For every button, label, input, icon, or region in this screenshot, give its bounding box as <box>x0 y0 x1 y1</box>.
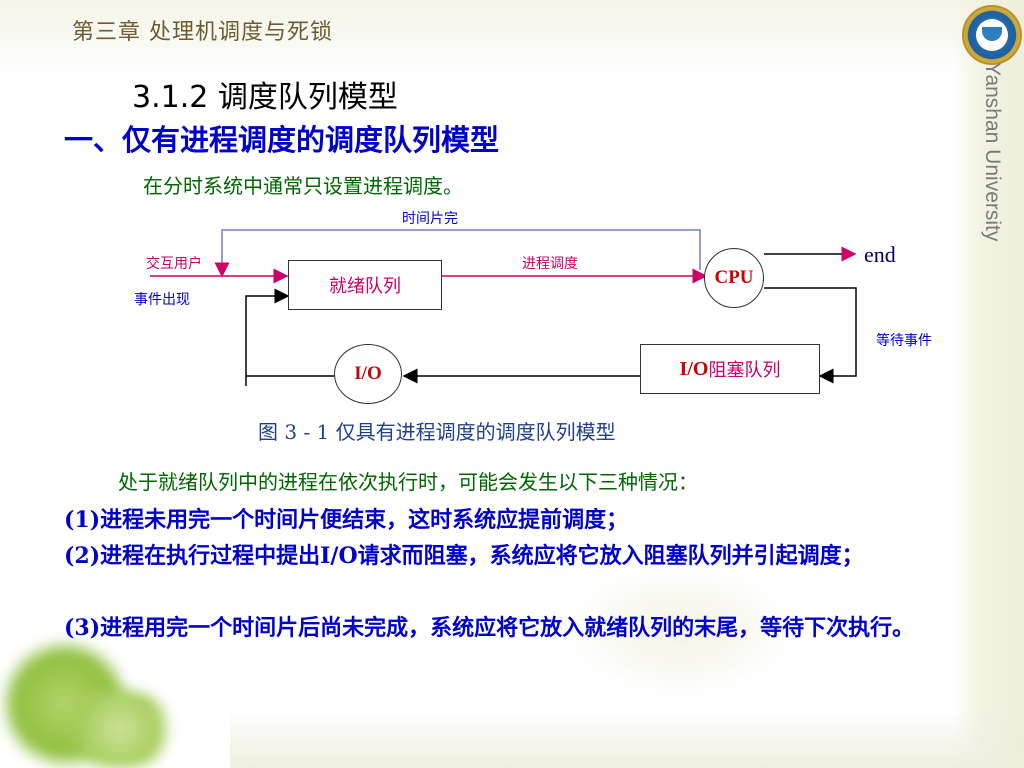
figure-caption: 图 3 - 1 仅具有进程调度的调度队列模型 <box>258 420 616 444</box>
paragraph-text: 处于就绪队列中的进程在依次执行时，可能会发生以下三种情况： <box>118 470 698 494</box>
intro-text: 在分时系统中通常只设置进程调度。 <box>143 174 463 198</box>
wait-event-label: 等待事件 <box>876 333 932 349</box>
logo-wave <box>982 27 1002 41</box>
io-blocked-suffix: 阻塞队列 <box>708 360 781 381</box>
university-logo-icon <box>962 5 1022 65</box>
case-item-3: (3)进程用完一个时间片后尚未完成，系统应将它放入就绪队列的末尾，等待下次执行。 <box>64 615 915 641</box>
leaf-decoration-icon <box>60 690 180 768</box>
ready-queue-box: 就绪队列 <box>288 260 442 310</box>
io-blocked-prefix: I/O <box>679 357 709 380</box>
interactive-user-label: 交互用户 <box>146 256 202 272</box>
io-return-line <box>245 288 336 377</box>
chapter-title: 第三章 处理机调度与死锁 <box>72 20 333 45</box>
subsection-title: 一、仅有进程调度的调度队列模型 <box>64 123 500 157</box>
section-title: 3.1.2 调度队列模型 <box>132 80 398 115</box>
event-label: 事件出现 <box>134 292 190 308</box>
logo-inner <box>976 19 1008 51</box>
case-item-1: (1)进程未用完一个时间片便结束，这时系统应提前调度； <box>64 507 629 533</box>
end-label: end <box>864 242 896 267</box>
wait-event-line <box>764 287 857 384</box>
vine-bottom-decoration <box>230 708 1024 768</box>
time-slice-loop-line <box>214 229 701 278</box>
background-pattern <box>560 560 800 700</box>
vine-decoration-icon <box>954 0 1024 768</box>
cpu-node: CPU <box>704 248 764 308</box>
io-node: I/O <box>334 344 402 404</box>
dispatch-label: 进程调度 <box>522 256 578 272</box>
header-background <box>0 0 1024 80</box>
case-item-2: (2)进程在执行过程中提出I/O请求而阻塞，系统应将它放入阻塞队列并引起调度； <box>64 543 864 569</box>
time-slice-label: 时间片完 <box>402 211 458 227</box>
